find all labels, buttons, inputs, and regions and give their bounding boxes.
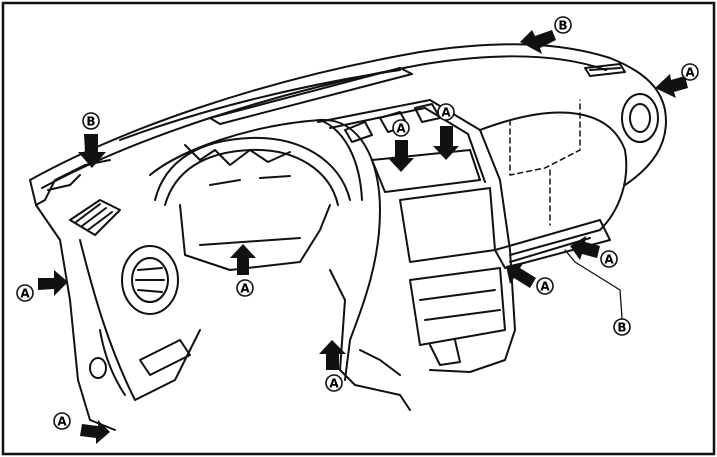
arrow-a-center-2 [433,126,459,160]
callout-a-console: A [325,374,343,392]
svg-text:A: A [240,282,250,296]
callout-b-left: B [82,112,100,130]
arrow-a-console [319,340,346,370]
dashboard-outline [29,43,667,431]
svg-text:A: A [20,287,30,301]
callout-a-center-1: A [392,119,410,137]
callout-a-bottom-left: A [53,412,71,430]
callout-a-right-lower-2: A [600,250,618,268]
svg-text:A: A [540,280,550,294]
svg-text:A: A [329,377,339,391]
arrow-a-top-right [655,74,688,98]
svg-text:A: A [604,253,614,267]
arrow-a-left-side [38,270,68,296]
svg-text:B: B [86,115,95,129]
callout-b-right-bottom: B [613,318,631,336]
callout-a-left-side: A [16,284,34,302]
svg-text:A: A [441,106,451,120]
callout-labels: B A B A A A A A [16,16,699,430]
svg-text:A: A [685,66,695,80]
arrow-a-bottom-left [80,420,110,444]
callout-a-center-2: A [437,103,455,121]
svg-text:B: B [558,19,567,33]
callout-a-top-right: A [681,63,699,81]
svg-text:A: A [57,415,67,429]
arrow-a-right-lower-1 [506,262,536,288]
callout-a-right-lower-1: A [536,277,554,295]
svg-text:B: B [617,321,626,335]
arrow-b-left [78,134,106,168]
callout-a-cluster: A [236,279,254,297]
arrow-b-top-center [520,30,556,54]
svg-text:A: A [396,122,406,136]
arrow-a-right-lower-2 [570,236,600,260]
arrow-a-center-1 [388,140,414,172]
callout-b-top-center: B [554,16,572,34]
callout-arrows [38,30,688,444]
arrow-a-cluster [230,244,256,275]
